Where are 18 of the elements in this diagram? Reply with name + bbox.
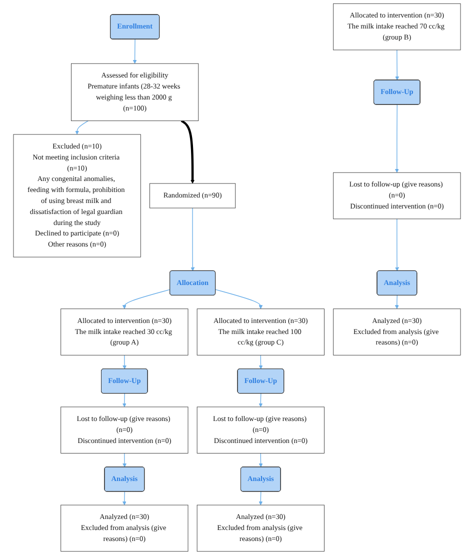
arrow [394,295,399,310]
arrow [394,104,399,173]
arrow [180,120,195,184]
arrow [122,354,127,370]
arrow [258,393,263,408]
arrow [122,452,127,468]
arrow [75,120,89,135]
arrow [122,393,126,408]
arrow [395,50,400,80]
arrow [122,289,170,310]
arrow [215,289,263,310]
arrow [132,38,137,64]
arrow [258,452,263,468]
arrow [122,491,126,506]
arrow [258,491,263,506]
arrow [258,354,263,370]
arrow [190,208,195,272]
arrow [395,218,400,272]
